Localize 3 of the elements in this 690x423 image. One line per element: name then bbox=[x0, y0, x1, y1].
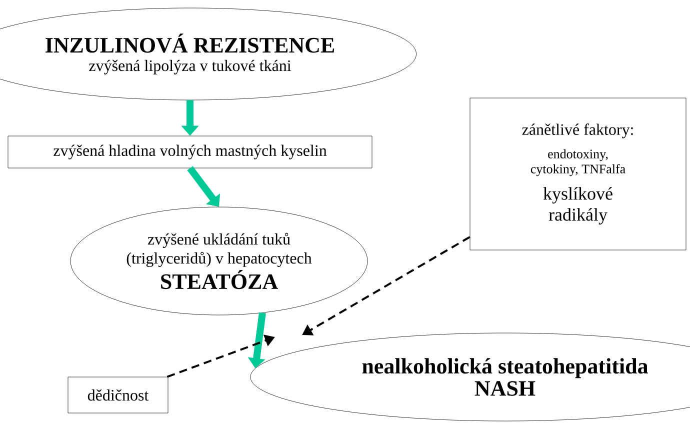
factor-box: dědičnost bbox=[68, 376, 168, 414]
process-box: zvýšená hladina volných mastných kyselin bbox=[8, 136, 372, 168]
factor-box: zánětlivé faktory: endotoxiny, cytokiny, TNFalfa kyslíkové radikály bbox=[470, 98, 686, 250]
